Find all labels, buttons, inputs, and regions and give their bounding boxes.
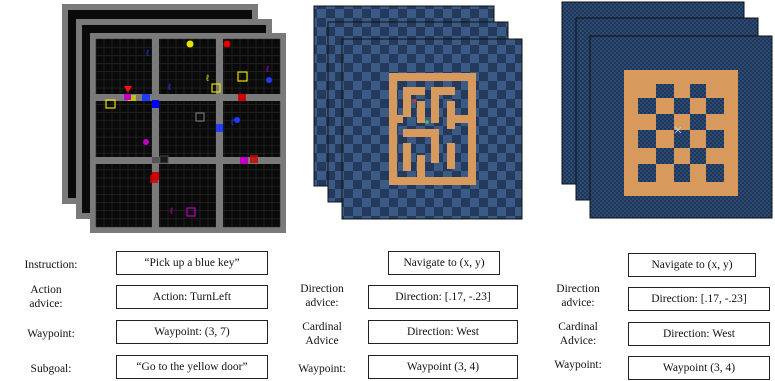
pointmaze-stack	[313, 5, 523, 220]
row-label-2: Action advice:	[29, 284, 63, 310]
instruction-box: “Pick up a blue key”	[116, 251, 268, 275]
svg-text:ℓ: ℓ	[206, 73, 210, 83]
antmaze-walls	[624, 70, 738, 196]
row-label-3: Waypoint:	[27, 328, 75, 340]
waypoint-box: Waypoint: (3, 7)	[116, 320, 268, 344]
box-icon	[237, 71, 248, 82]
svg-text:ℓ: ℓ	[168, 82, 172, 92]
svg-text:ℓ: ℓ	[231, 117, 235, 127]
row-label-cardinal: Cardinal Advice	[302, 321, 342, 347]
navigate-box: Navigate to (x, y)	[388, 251, 500, 275]
action-advice-box: Action: TurnLeft	[116, 285, 268, 309]
waypoint-box-3: Waypoint (3, 4)	[628, 356, 770, 380]
cardinal-advice-box: Direction: West	[368, 320, 518, 344]
row-label-1: Instruction:	[24, 259, 78, 271]
yellow-ball-icon	[186, 40, 194, 48]
antmaze-stack	[561, 1, 773, 219]
row-label-direction: Direction advice:	[300, 283, 344, 309]
row-label-4: Subgoal:	[30, 363, 72, 375]
gridworld-stack: ℓ ℓ ℓ ℓ ℓ ℓ	[62, 4, 286, 233]
cardinal-advice-box-3: Direction: West	[628, 322, 770, 346]
row-label-waypoint: Waypoint:	[298, 363, 346, 375]
svg-text:ℓ: ℓ	[266, 64, 270, 74]
svg-text:ℓ: ℓ	[146, 48, 150, 58]
pointmaze-panel: Navigate to (x, y) Direction advice: Dir…	[290, 0, 530, 381]
maze-walls	[389, 73, 476, 185]
agent-icon	[124, 86, 132, 93]
gridworld-panel: ℓ ℓ ℓ ℓ ℓ ℓ Instruction: “Pick up a blue…	[0, 0, 290, 381]
goal-marker-icon	[413, 99, 417, 103]
row-label-cardinal-3: Cardinal Advice:	[558, 321, 598, 347]
antmaze-panel: Navigate to (x, y) Direction advice: Dir…	[530, 0, 775, 381]
agent-point-icon	[425, 120, 429, 124]
row-label-waypoint-3: Waypoint:	[554, 359, 602, 371]
subgoal-box: “Go to the yellow door”	[116, 355, 268, 379]
svg-text:ℓ: ℓ	[170, 206, 174, 216]
waypoint-box-2: Waypoint (3, 4)	[368, 355, 518, 379]
direction-advice-box-3: Direction: [.17, -.23]	[628, 287, 770, 311]
ant-agent-icon	[674, 126, 682, 134]
navigate-box-3: Navigate to (x, y)	[628, 253, 756, 277]
red-ball-icon	[223, 40, 231, 48]
blue-ball-icon	[266, 77, 272, 83]
row-label-direction-3: Direction advice:	[556, 283, 600, 309]
direction-advice-box: Direction: [.17, -.23]	[368, 285, 518, 309]
